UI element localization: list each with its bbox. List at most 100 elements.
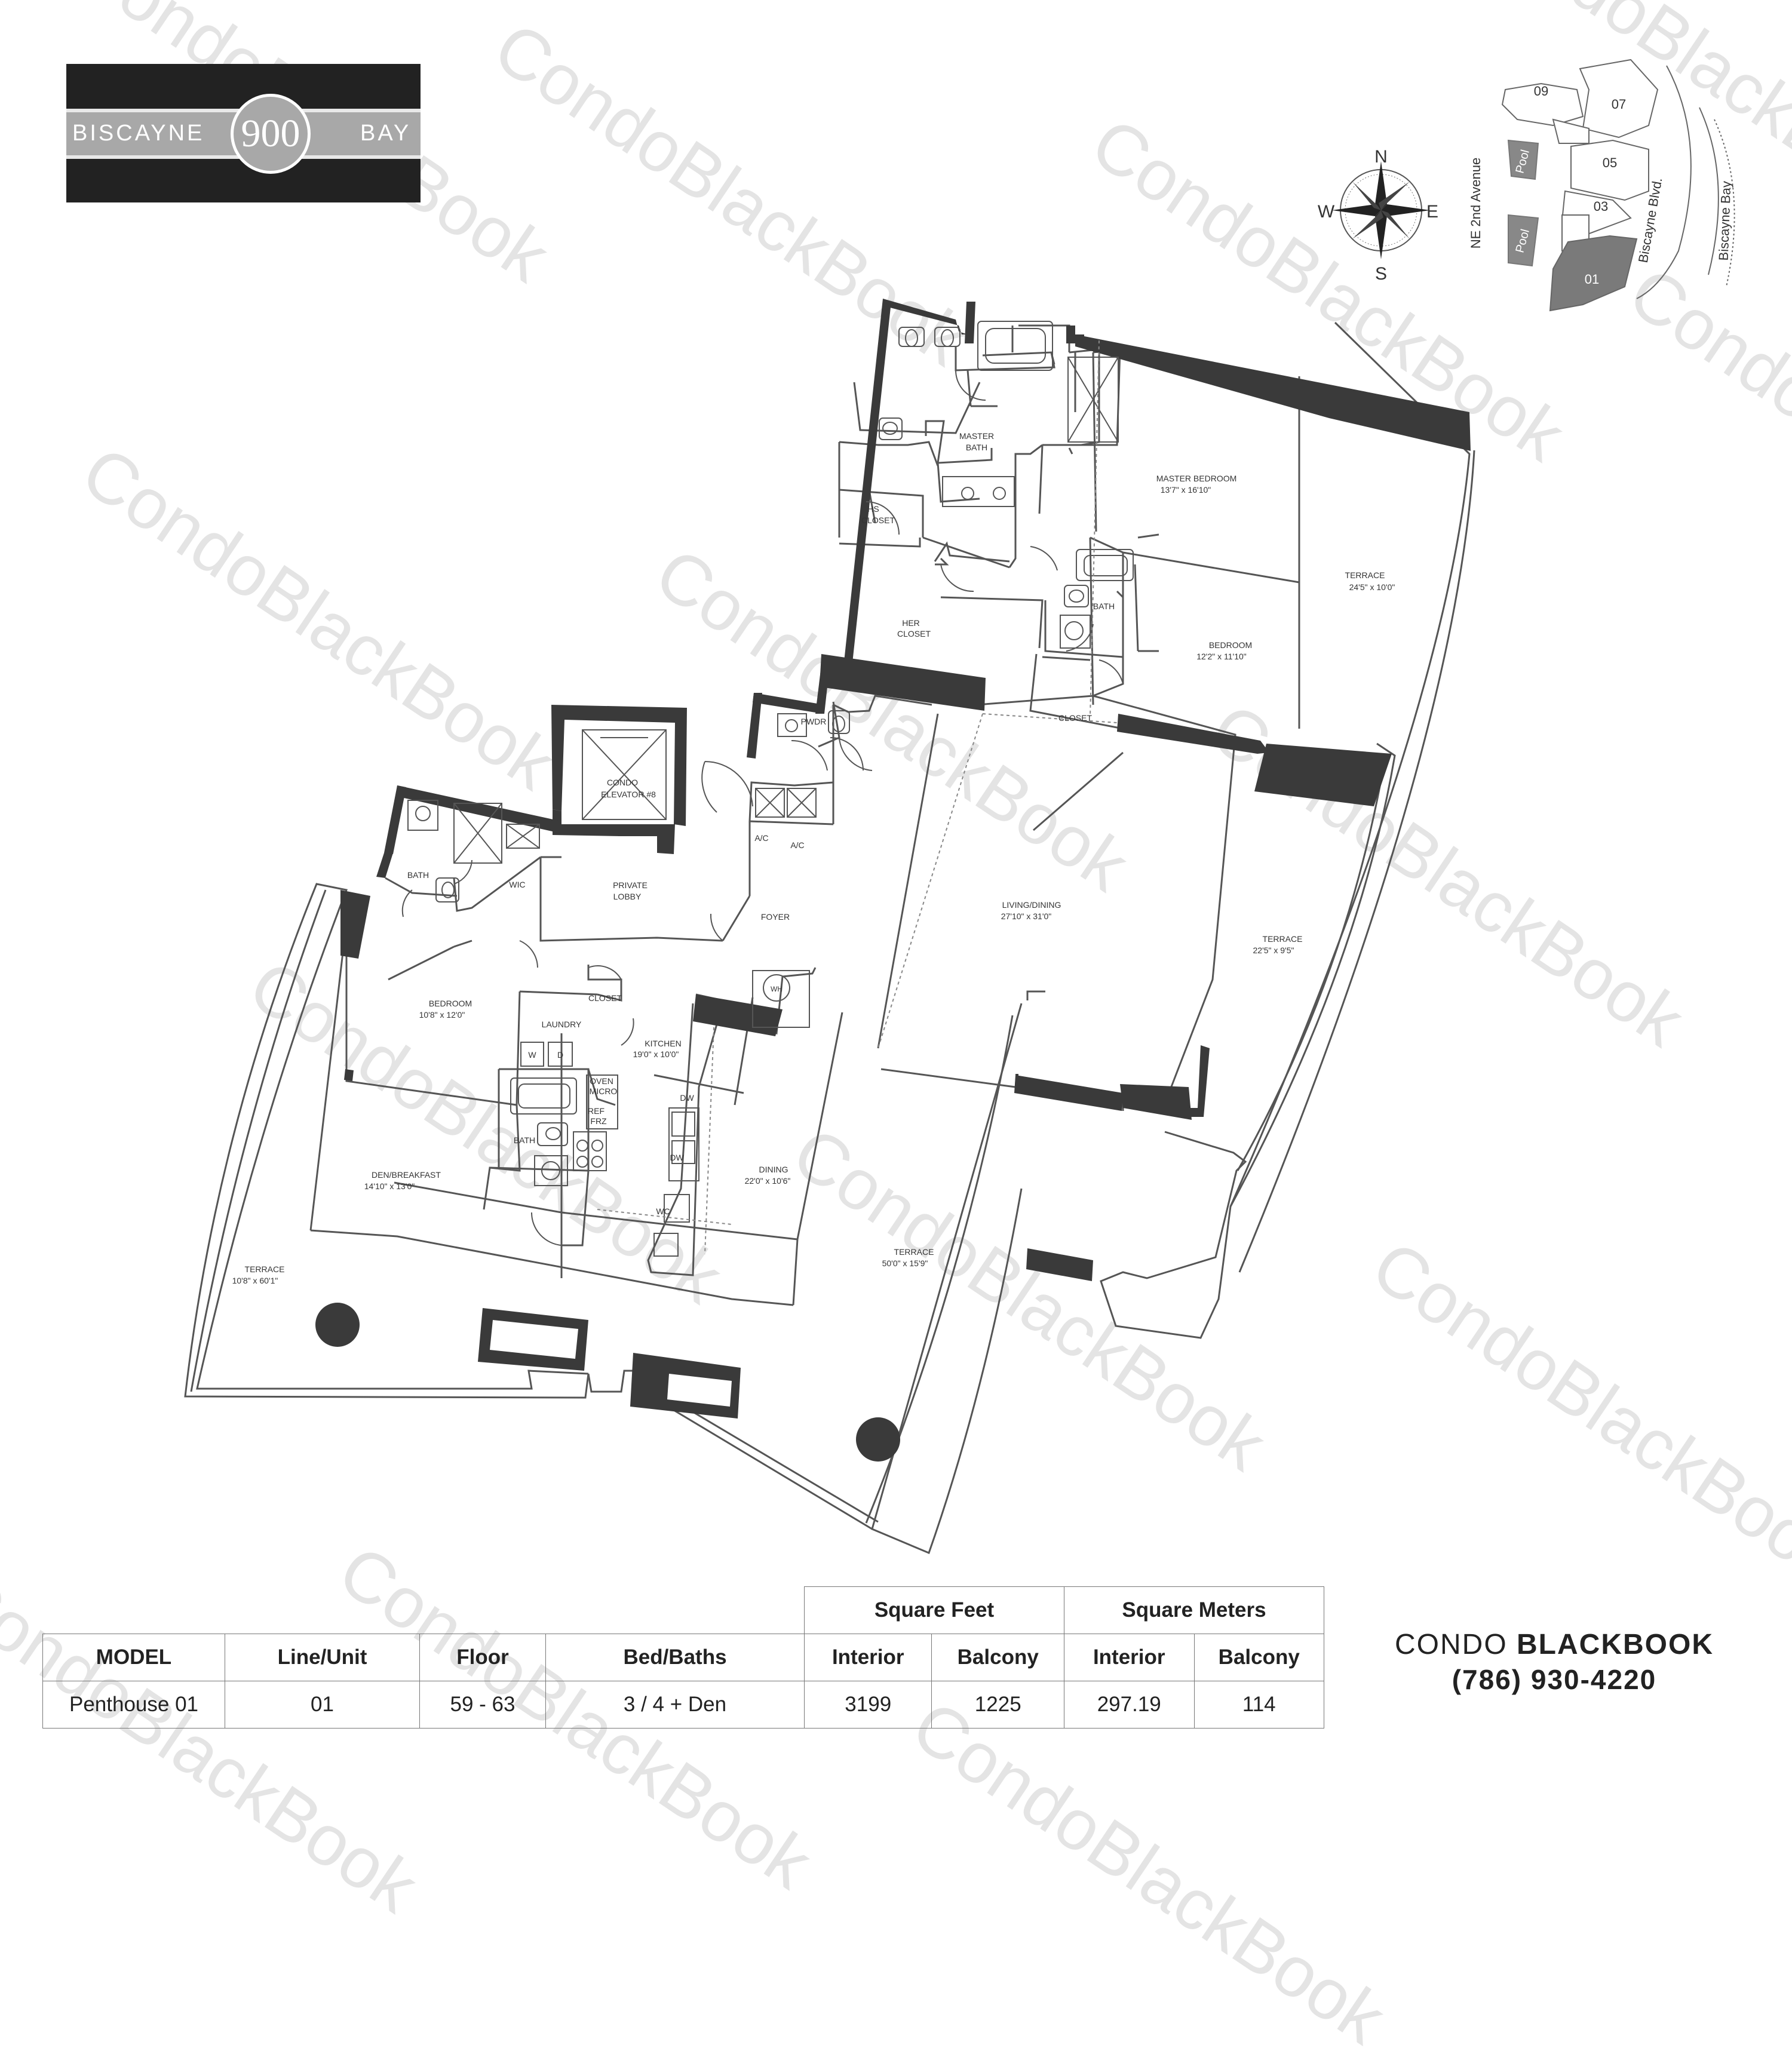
dw-label-1: DW <box>680 1093 694 1103</box>
wc-label: WC <box>656 1206 670 1216</box>
dw-label-2: DW <box>670 1153 684 1162</box>
floor-plan: N S E W 09 07 05 03 01 Pool Pool NE 2nd … <box>184 59 1735 1555</box>
dining-name: DINING <box>759 1165 788 1174</box>
laundry-w-label: W <box>528 1050 536 1060</box>
fixtures <box>407 321 1134 1257</box>
bedroom-east-dims: 12'2" x 11'10" <box>1196 652 1247 661</box>
planter-insets <box>490 1320 732 1407</box>
th-floor: Floor <box>419 1634 546 1681</box>
th-sqft-interior: Interior <box>803 1634 932 1681</box>
street-ne-2nd-avenue: NE 2nd Avenue <box>1468 158 1483 249</box>
door-swings <box>401 370 1124 1246</box>
key-unit-05: 05 <box>1603 155 1617 170</box>
interior-walls <box>309 324 1300 1306</box>
th-bed-baths: Bed/Baths <box>545 1634 805 1681</box>
logo-word-left: BISCAYNE <box>72 121 205 146</box>
logo-number: 900 <box>241 112 300 155</box>
hs-closet-label-1: HS <box>867 504 879 514</box>
bath-west-label: BATH <box>407 870 429 880</box>
brand-name-light: CONDO <box>1395 1629 1508 1660</box>
master-bath-label-2: BATH <box>966 443 987 452</box>
terrace-s-dims: 50'0" x 15'9" <box>882 1258 928 1268</box>
oven-label-2: MICRO <box>590 1086 618 1096</box>
td-sqft-balcony: 1225 <box>931 1681 1064 1729</box>
key-unit-07: 07 <box>1612 97 1626 112</box>
closet-west-label: CLOSET <box>588 993 622 1003</box>
bedroom-west-name: BEDROOM <box>429 999 472 1008</box>
laundry-d-label: D <box>557 1050 563 1060</box>
terrace-ne-dims: 24'5" x 10'0" <box>1349 582 1395 592</box>
bedroom-west-dims: 10'8" x 12'0" <box>419 1010 465 1020</box>
terrace-e-dims: 22'5" x 9'5" <box>1253 945 1294 955</box>
td-bed-baths: 3 / 4 + Den <box>545 1681 805 1729</box>
wic-label: WIC <box>509 880 525 889</box>
elevator-label-1: CONDO <box>607 778 638 787</box>
compass-e: E <box>1426 202 1438 222</box>
bath-center-label: BATH <box>514 1135 535 1145</box>
living-dining-name: LIVING/DINING <box>1002 900 1061 910</box>
unit-spec-table: Square Feet Square Meters MODEL Line/Uni… <box>42 1586 1324 1729</box>
dining-dims: 22'0" x 10'6" <box>745 1176 791 1186</box>
kitchen-name: KITCHEN <box>645 1039 681 1048</box>
sqft-group-header: Square Feet <box>804 1586 1064 1634</box>
laundry-label: LAUNDRY <box>542 1020 582 1029</box>
terrace-s-name: TERRACE <box>894 1247 934 1257</box>
compass-rose-icon <box>1332 161 1430 259</box>
logo-number-circle: 900 <box>231 94 311 174</box>
sqm-group-header: Square Meters <box>1064 1586 1324 1634</box>
master-bedroom-name: MASTER BEDROOM <box>1156 474 1237 483</box>
terrace-w-dims: 10'8" x 60'1" <box>232 1276 278 1285</box>
closet-east-label: CLOSET <box>1058 713 1092 723</box>
key-plan <box>1501 59 1735 312</box>
den-dims: 14'10" x 13'0" <box>364 1181 415 1191</box>
hs-closet-label-2: CLOSET <box>861 515 895 525</box>
dashed-boundaries <box>597 340 1118 1255</box>
street-biscayne-bay: Biscayne Bay <box>1716 181 1734 261</box>
brand-phone[interactable]: (786) 930-4220 <box>1452 1664 1657 1695</box>
den-name: DEN/BREAKFAST <box>372 1170 441 1180</box>
ref-label-2: FRZ <box>590 1116 607 1126</box>
td-line-unit: 01 <box>225 1681 420 1729</box>
compass-w: W <box>1318 202 1335 222</box>
table-blank <box>43 1587 805 1634</box>
ac-label-1: A/C <box>754 833 768 843</box>
td-model: Penthouse 01 <box>42 1681 225 1729</box>
private-lobby-label-1: PRIVATE <box>613 880 648 890</box>
foyer-label: FOYER <box>761 912 790 922</box>
pwdr-label: PWDR <box>801 717 827 726</box>
thick-walls <box>315 299 1471 1462</box>
td-floor: 59 - 63 <box>419 1681 546 1729</box>
key-unit-03: 03 <box>1594 199 1608 214</box>
th-sqm-balcony: Balcony <box>1193 1634 1324 1681</box>
key-unit-09: 09 <box>1534 84 1548 99</box>
ref-label-1: REF <box>588 1106 605 1116</box>
oven-label-1: OVEN <box>590 1076 613 1086</box>
her-closet-label-2: CLOSET <box>897 629 931 638</box>
master-bath-label-1: MASTER <box>959 431 994 441</box>
key-unit-01: 01 <box>1585 272 1599 287</box>
th-line-unit: Line/Unit <box>225 1634 420 1681</box>
ac-label-2: A/C <box>790 840 804 850</box>
logo-word-right: BAY <box>360 121 412 146</box>
condo-blackbook-brand: CONDO BLACKBOOK (786) 930-4220 <box>1357 1628 1751 1696</box>
wh-label: WH <box>771 985 783 993</box>
bath-east-label: BATH <box>1093 601 1115 611</box>
bedroom-east-name: BEDROOM <box>1209 640 1252 650</box>
living-dining-dims: 27'10" x 31'0" <box>1001 911 1052 921</box>
compass-n: N <box>1374 147 1388 167</box>
her-closet-label-1: HER <box>902 618 920 628</box>
th-model: MODEL <box>42 1634 225 1681</box>
terrace-ne-name: TERRACE <box>1345 570 1385 580</box>
biscayne-900-bay-logo: BISCAYNE 900 BAY <box>66 64 421 202</box>
terrace-e-name: TERRACE <box>1263 934 1303 944</box>
kitchen-dims: 19'0" x 10'0" <box>633 1049 679 1059</box>
brand-name-bold: BLACKBOOK <box>1517 1629 1714 1660</box>
terrace-w-name: TERRACE <box>245 1264 285 1274</box>
th-sqm-interior: Interior <box>1064 1634 1195 1681</box>
td-sqft-interior: 3199 <box>803 1681 932 1729</box>
master-bedroom-dims: 13'7" x 16'10" <box>1161 485 1211 495</box>
brand-name: CONDO BLACKBOOK <box>1357 1628 1751 1661</box>
private-lobby-label-2: LOBBY <box>613 892 642 901</box>
elevator-label-2: ELEVATOR #8 <box>601 790 656 799</box>
th-sqft-balcony: Balcony <box>931 1634 1064 1681</box>
